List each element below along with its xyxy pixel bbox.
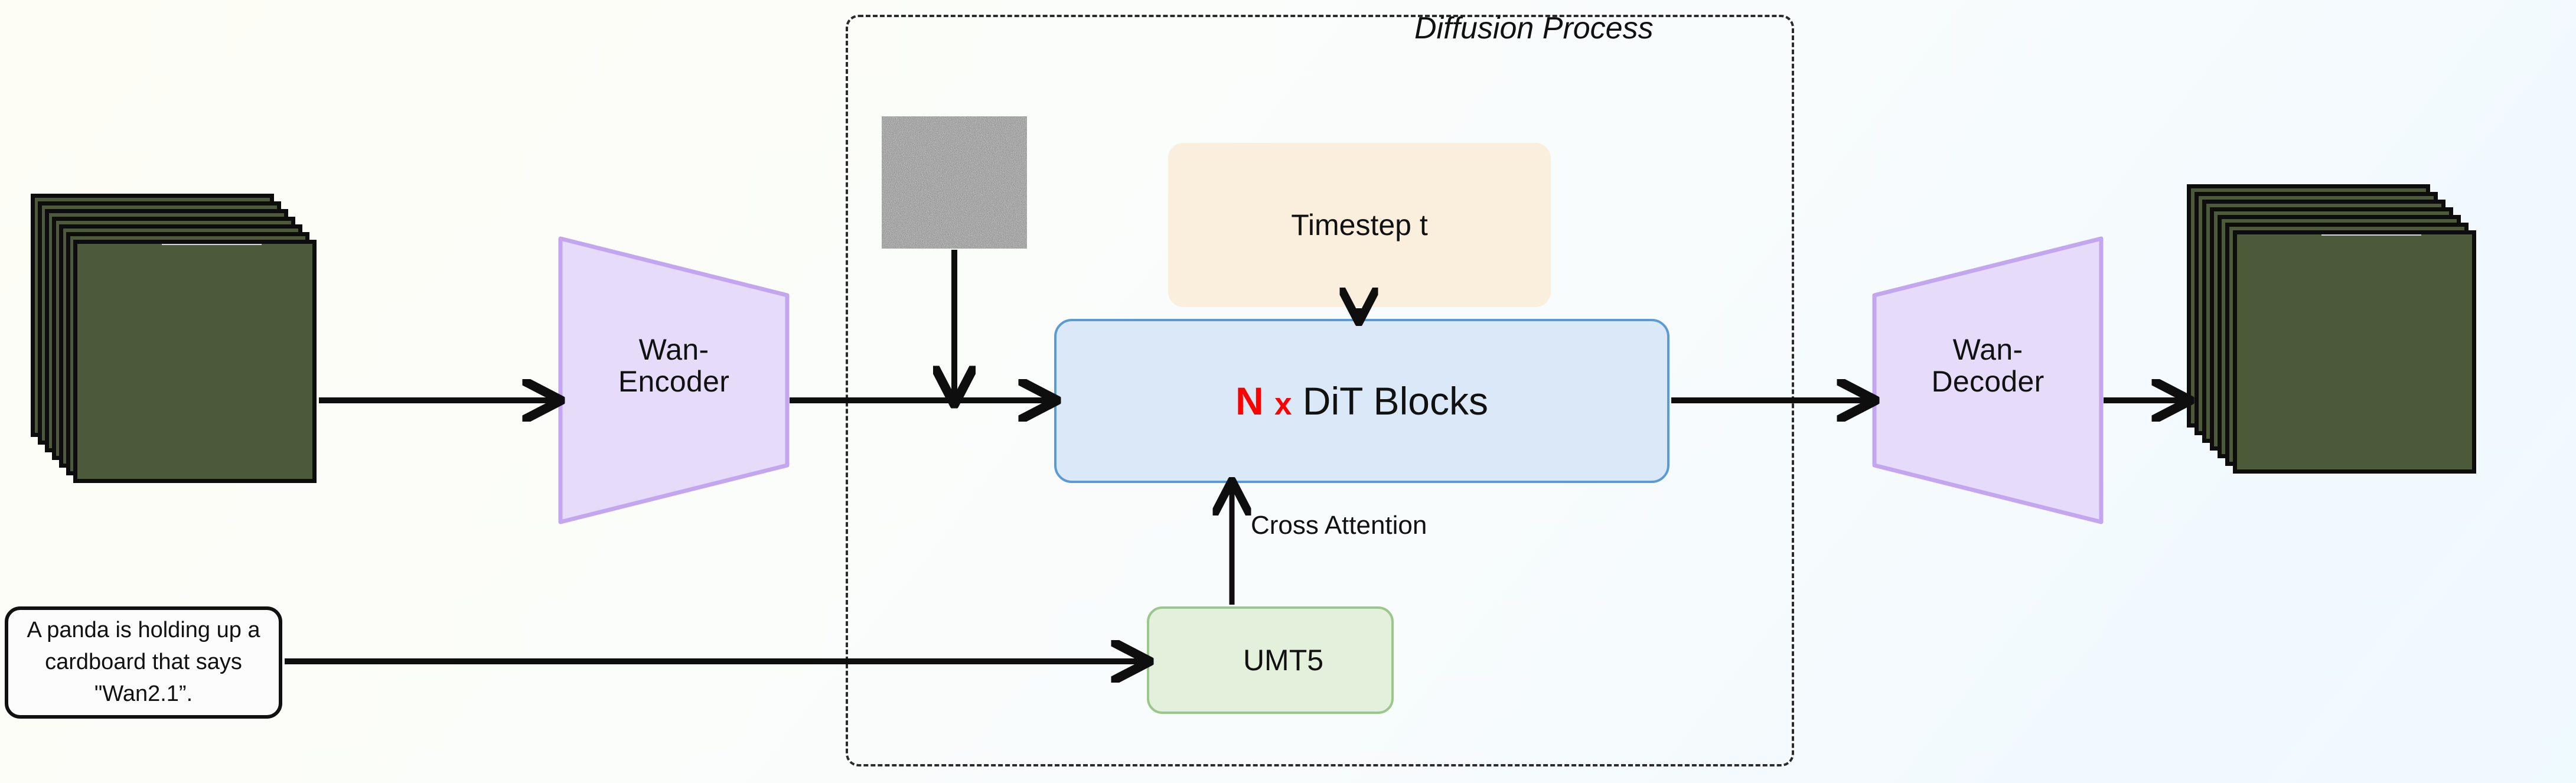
dit-blocks-node[interactable]: N x DiT Blocks (1054, 319, 1669, 483)
noise-texture (882, 116, 1027, 249)
video-frame-front: Wan2.1 (73, 240, 317, 483)
noise-latent-patch (882, 116, 1027, 249)
dit-multiply-symbol: x (1274, 387, 1292, 422)
output-frame-stack: Wan2.1 (2187, 184, 2482, 479)
trapezoid-shape (558, 236, 790, 524)
cardboard-sign: Wan2.1 (2321, 234, 2422, 236)
wan-encoder-label-line2: Encoder (618, 365, 730, 398)
cardboard-sign-text: Wan2.1 (176, 244, 248, 245)
umt5-node[interactable]: UMT5 (1147, 606, 1394, 714)
timestep-label: Timestep t (1291, 208, 1428, 242)
video-frame-front: Wan2.1 (2233, 230, 2476, 474)
prompt-line-1: A panda is holding up a (27, 618, 260, 643)
diffusion-process-caption: Diffusion Process (1414, 11, 1654, 45)
cardboard-sign-text: Wan2.1 (2336, 234, 2408, 236)
wan-encoder-label-line1: Wan- (638, 333, 709, 366)
wan-decoder-label-line2: Decoder (1931, 365, 2045, 398)
timestep-node[interactable]: Timestep t (1168, 143, 1551, 307)
dit-blocks-text: DiT Blocks (1292, 379, 1488, 423)
wan-encoder-label: Wan- Encoder (558, 334, 790, 397)
umt5-label: UMT5 (1243, 644, 1324, 677)
cardboard-sign: Wan2.1 (162, 244, 262, 245)
wan-decoder-label: Wan- Decoder (1872, 334, 2104, 397)
prompt-box[interactable]: A panda is holding up a cardboard that s… (5, 606, 282, 719)
cross-attention-label: Cross Attention (1251, 511, 1427, 540)
dit-n-count: N (1235, 379, 1264, 423)
wan-encoder-node[interactable]: Wan- Encoder (558, 236, 790, 524)
prompt-line-2: cardboard that says "Wan2.1”. (45, 650, 242, 706)
dit-blocks-label: N x DiT Blocks (1235, 379, 1488, 423)
input-frame-stack: Wan2.1 (31, 194, 317, 483)
diffusion-process-container (846, 15, 1794, 766)
wan-decoder-label-line1: Wan- (1952, 333, 2023, 366)
